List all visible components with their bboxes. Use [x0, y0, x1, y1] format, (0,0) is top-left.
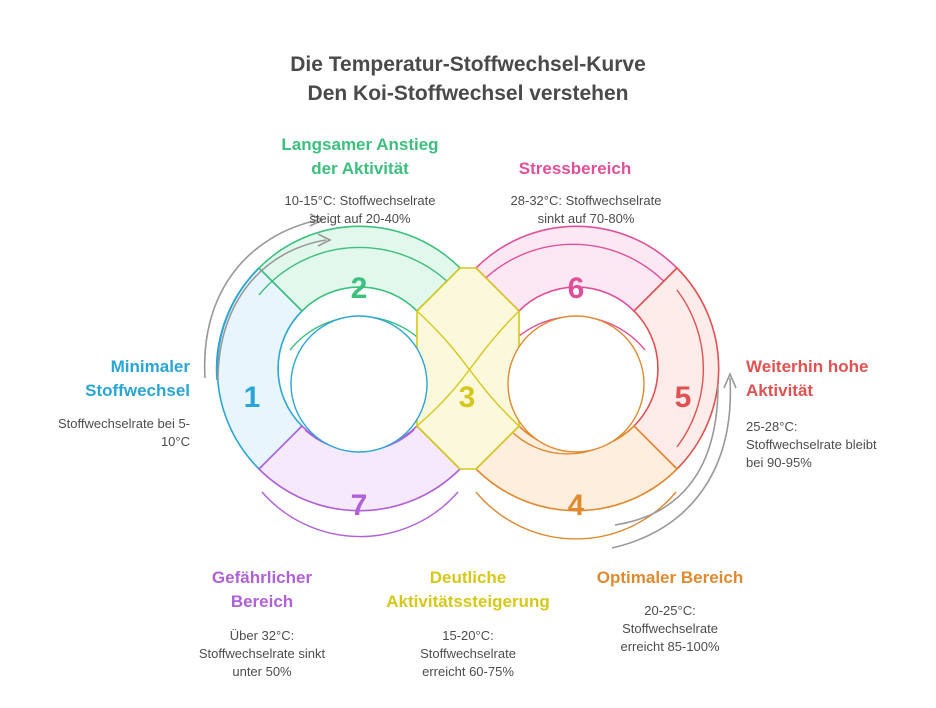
arrow-head-top-left: [309, 213, 324, 227]
segment-2-number: 2: [351, 272, 368, 305]
segment-5-heading-line-2: Aktivität: [746, 381, 814, 400]
segment-2-heading-line-1: Langsamer Anstieg: [281, 135, 439, 154]
segment-7-heading: Gefährlicher Bereich: [162, 566, 362, 614]
segment-7-description-line-1: Über 32°C:: [229, 628, 295, 643]
segment-4-number: 4: [568, 489, 585, 522]
segment-5-heading-line-1: Weiterhin hohe: [746, 357, 869, 376]
segment-4-heading: Optimaler Bereich: [570, 566, 770, 590]
segment-1-shape: [215, 266, 304, 471]
segment-3-number: 3: [459, 381, 476, 414]
segment-6-number: 6: [568, 272, 585, 305]
segment-1-description-line-1: Stoffwechselrate bei 5-: [58, 416, 190, 431]
right-hole: [507, 315, 645, 453]
segment-1-description-line-2: 10°C: [160, 434, 190, 449]
segment-7-description: Über 32°C: Stoffwechselrate sinkt unter …: [162, 627, 362, 681]
title-line-1: Die Temperatur-Stoffwechsel-Kurve: [290, 53, 646, 76]
segment-5-heading: Weiterhin hohe Aktivität: [746, 355, 926, 403]
segment-6-description-line-2: sinkt auf 70-80%: [537, 211, 635, 226]
segment-1-number: 1: [244, 381, 261, 414]
segment-4-heading-line-1: Optimaler Bereich: [596, 568, 744, 587]
segment-2-heading: Langsamer Anstieg der Aktivität: [240, 133, 480, 181]
arrow-bottom-right: [611, 377, 732, 549]
segment-2-description-line-1: 10-15°C: Stoffwechselrate: [284, 193, 436, 208]
segment-4-description-line-1: 20-25°C:: [644, 603, 696, 618]
segment-3-shape: [416, 267, 520, 470]
segment-1-heading-line-2: Stoffwechsel: [85, 381, 190, 400]
segment-1-description: Stoffwechselrate bei 5- 10°C: [20, 415, 190, 451]
segment-5-description-line-3: bei 90-95%: [746, 455, 812, 470]
segment-2-description-line-2: steigt auf 20-40%: [309, 211, 411, 226]
segment-7-shape: [257, 424, 462, 538]
segment-3-description-line-1: 15-20°C:: [442, 628, 494, 643]
segment-7-description-line-3: unter 50%: [232, 664, 292, 679]
segment-3-description-line-3: erreicht 60-75%: [422, 664, 514, 679]
segment-6-heading: Stressbereich: [470, 157, 680, 181]
segment-1-heading-line-1: Minimaler: [110, 357, 190, 376]
segment-4-description-line-3: erreicht 85-100%: [620, 639, 720, 654]
segment-6-shape: [469, 225, 679, 351]
segment-2-description: 10-15°C: Stoffwechselrate steigt auf 20-…: [238, 192, 482, 228]
segment-3-description-line-2: Stoffwechselrate: [420, 646, 516, 661]
arrow-head-top-left-inner: [317, 233, 332, 247]
segment-2-heading-line-2: der Aktivität: [311, 159, 409, 178]
segment-5-description-line-1: 25-28°C:: [746, 419, 798, 434]
segment-4-description: 20-25°C: Stoffwechselrate erreicht 85-10…: [570, 602, 770, 656]
segment-3-heading-line-1: Deutliche: [429, 568, 507, 587]
segment-4-description-line-2: Stoffwechselrate: [622, 621, 718, 636]
segment-7-heading-line-2: Bereich: [230, 592, 294, 611]
segment-6-description-line-1: 28-32°C: Stoffwechselrate: [510, 193, 662, 208]
segment-6-description: 28-32°C: Stoffwechselrate sinkt auf 70-8…: [466, 192, 706, 228]
segment-5-number: 5: [675, 381, 692, 414]
left-hole: [290, 315, 428, 453]
segment-3-description: 15-20°C: Stoffwechselrate erreicht 60-75…: [368, 627, 568, 681]
segment-5-description: 25-28°C: Stoffwechselrate bleibt bei 90-…: [746, 418, 926, 472]
arrow-head-bottom-right: [723, 371, 737, 389]
arrow-top-left: [203, 219, 319, 379]
arrow-top-left-inner: [217, 239, 327, 381]
segment-3-heading-line-2: Aktivitätssteigerung: [386, 592, 550, 611]
segment-3-heading: Deutliche Aktivitätssteigerung: [358, 566, 578, 614]
segment-7-description-line-2: Stoffwechselrate sinkt: [198, 646, 326, 661]
segment-5-shape: [632, 266, 720, 471]
title-line-2: Den Koi-Stoffwechsel verstehen: [307, 82, 629, 105]
segment-5-description-line-2: Stoffwechselrate bleibt: [746, 437, 877, 452]
segment-7-heading-line-1: Gefährlicher: [211, 568, 313, 587]
segment-7-number: 7: [351, 489, 368, 522]
arrow-bottom-right-inner: [614, 384, 719, 526]
segment-6-heading-line-1: Stressbereich: [518, 159, 632, 178]
segment-1-heading: Minimaler Stoffwechsel: [20, 355, 190, 403]
